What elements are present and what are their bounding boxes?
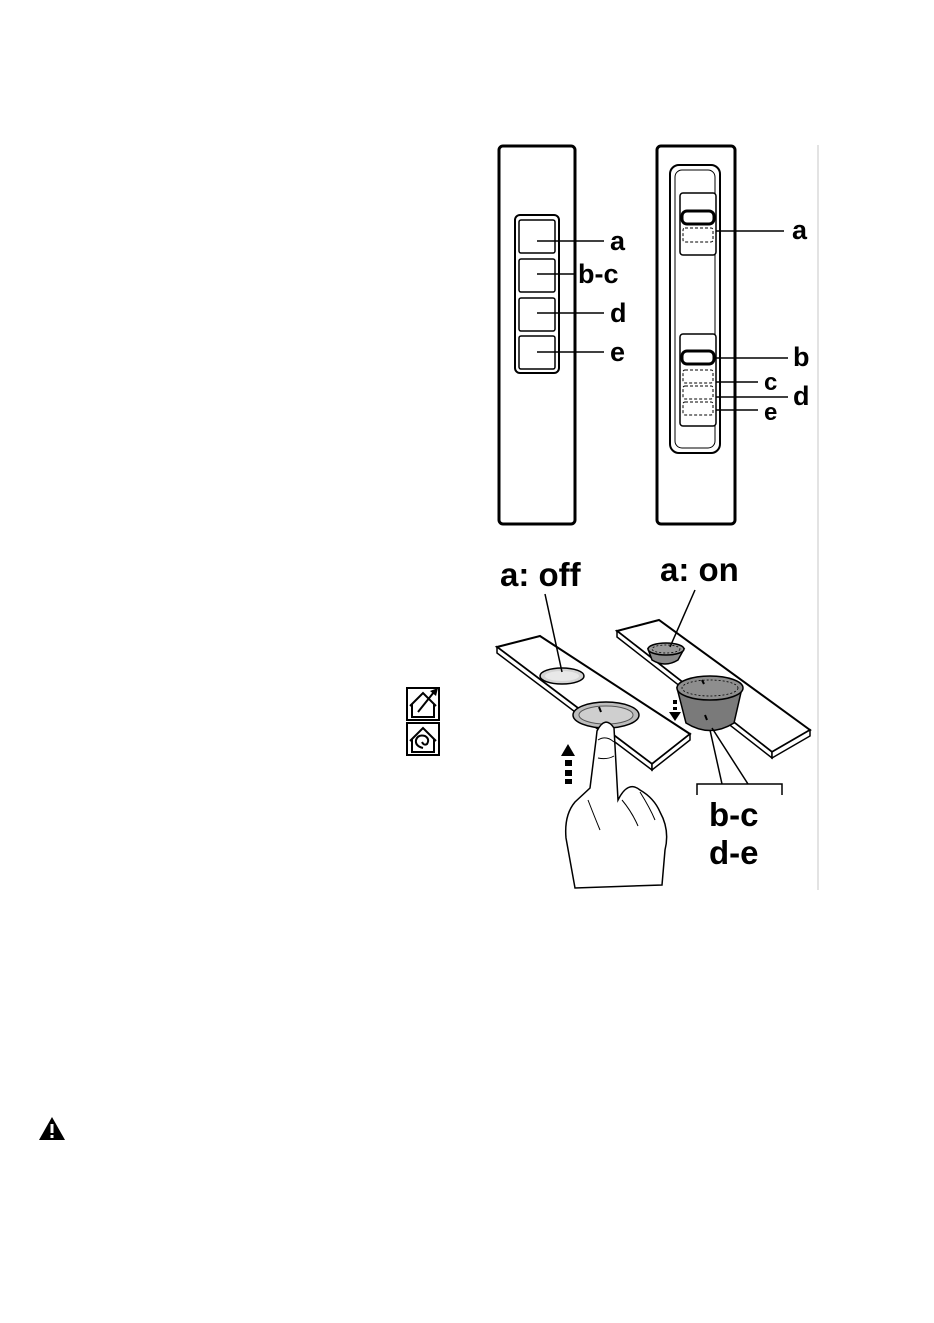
- label-button-d: d: [610, 298, 627, 328]
- rotary-controls-illustration: a: off a: on b-c d-e: [497, 551, 810, 888]
- slider-a-knob[interactable]: [682, 211, 714, 224]
- label-slider-b: b: [793, 342, 810, 372]
- arrow-down-icon: [669, 712, 681, 721]
- label-button-b-c: b-c: [578, 259, 619, 289]
- arrow-up-icon: [561, 744, 575, 756]
- slider-panel: a b c d e: [657, 146, 810, 524]
- button-d[interactable]: [519, 298, 555, 331]
- button-b-c[interactable]: [519, 259, 555, 292]
- label-button-a: a: [610, 226, 626, 256]
- button-a[interactable]: [519, 220, 555, 253]
- label-button-e: e: [610, 337, 625, 367]
- slider-b-e-knob[interactable]: [682, 351, 714, 364]
- house-extraction-icon: [407, 688, 439, 720]
- label-slider-a: a: [792, 215, 808, 245]
- label-slider-e: e: [764, 399, 777, 426]
- push-button-panel: a b-c d e: [499, 146, 627, 524]
- label-a-off: a: off: [500, 556, 582, 593]
- warning-triangle-icon: [39, 1117, 65, 1140]
- label-knob-b-c: b-c: [709, 796, 759, 833]
- slider-b-e-track: [680, 334, 716, 426]
- label-a-on: a: on: [660, 551, 739, 588]
- label-knob-d-e: d-e: [709, 834, 759, 871]
- house-recirculation-icon: [407, 723, 439, 755]
- knob-raised[interactable]: [677, 676, 743, 700]
- label-slider-c: c: [764, 369, 777, 396]
- label-slider-d: d: [793, 381, 810, 411]
